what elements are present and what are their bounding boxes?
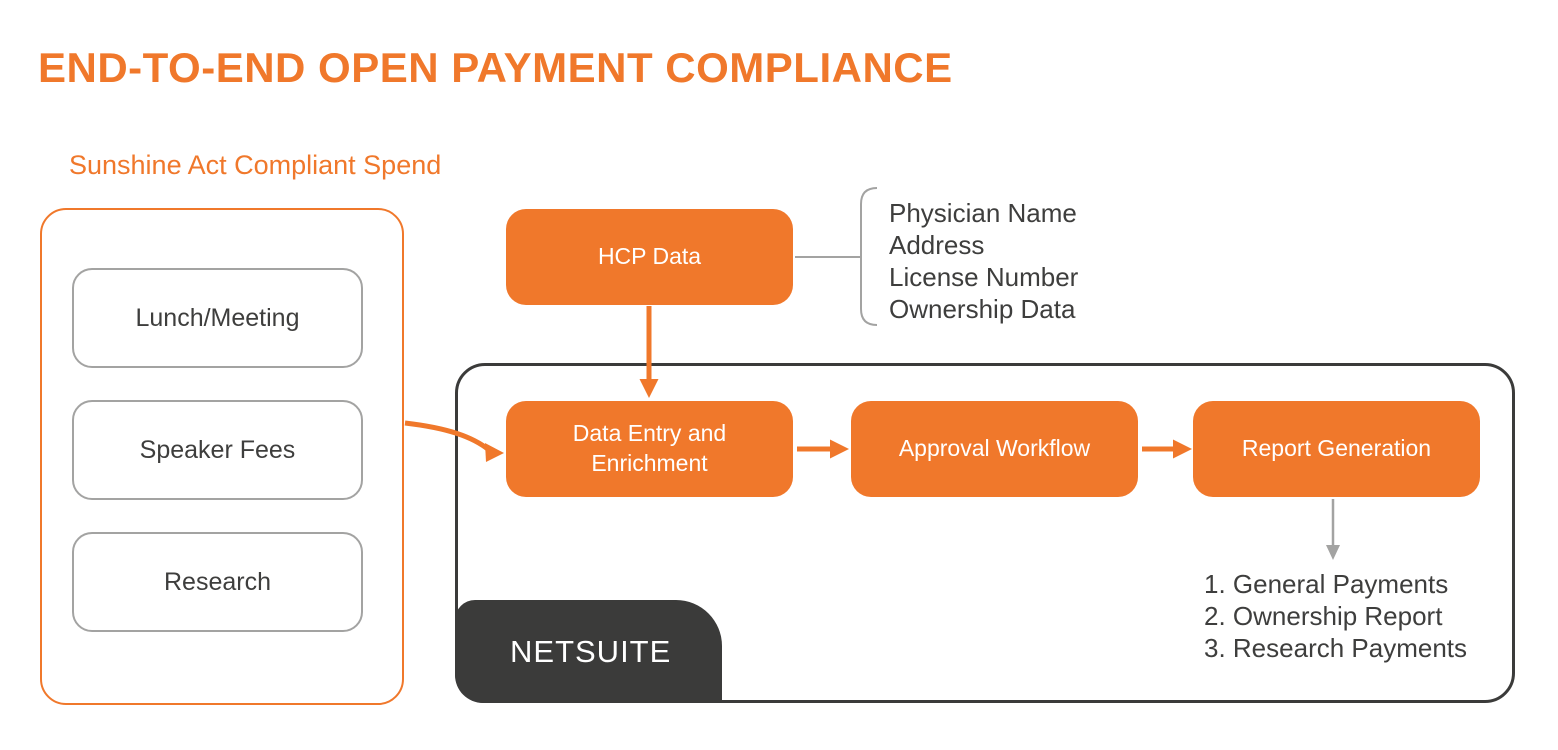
page-title: END-TO-END OPEN PAYMENT COMPLIANCE (38, 44, 953, 91)
output-ownership-report: 2. Ownership Report (1204, 601, 1443, 631)
step-data-entry-enrichment: Data Entry and Enrichment (506, 401, 793, 497)
hcp-data-label: HCP Data (597, 243, 702, 270)
hcp-detail-physician-name: Physician Name (889, 198, 1077, 228)
spend-item-speaker-fees: Speaker Fees (72, 400, 363, 500)
report-outputs-list: 1. General Payments 2. Ownership Report … (1204, 568, 1467, 664)
spend-item-label: Research (164, 567, 271, 596)
step-label: Report Generation (1241, 435, 1432, 462)
hcp-data-node: HCP Data (506, 209, 793, 305)
output-research-payments: 3. Research Payments (1204, 633, 1468, 663)
hcp-details-list: Physician Name Address License Number Ow… (889, 197, 1078, 325)
spend-group-title: Sunshine Act Compliant Spend (69, 150, 442, 180)
spend-item-label: Lunch/Meeting (135, 303, 300, 332)
spend-item-lunch-meeting: Lunch/Meeting (72, 268, 363, 368)
netsuite-tab: NETSUITE (455, 600, 722, 703)
netsuite-label: NETSUITE (510, 633, 672, 669)
spend-item-label: Speaker Fees (139, 435, 296, 464)
step-label: Approval Workflow (898, 435, 1091, 462)
step-report-generation: Report Generation (1193, 401, 1480, 497)
spend-item-research: Research (72, 532, 363, 632)
hcp-detail-license-number: License Number (889, 262, 1079, 292)
hcp-detail-address: Address (889, 230, 985, 260)
output-general-payments: 1. General Payments (1204, 569, 1449, 599)
hcp-details-bracket (795, 187, 878, 326)
step-approval-workflow: Approval Workflow (851, 401, 1138, 497)
hcp-detail-ownership-data: Ownership Data (889, 294, 1076, 324)
step-label: Data Entry and Enrichment (572, 420, 727, 476)
